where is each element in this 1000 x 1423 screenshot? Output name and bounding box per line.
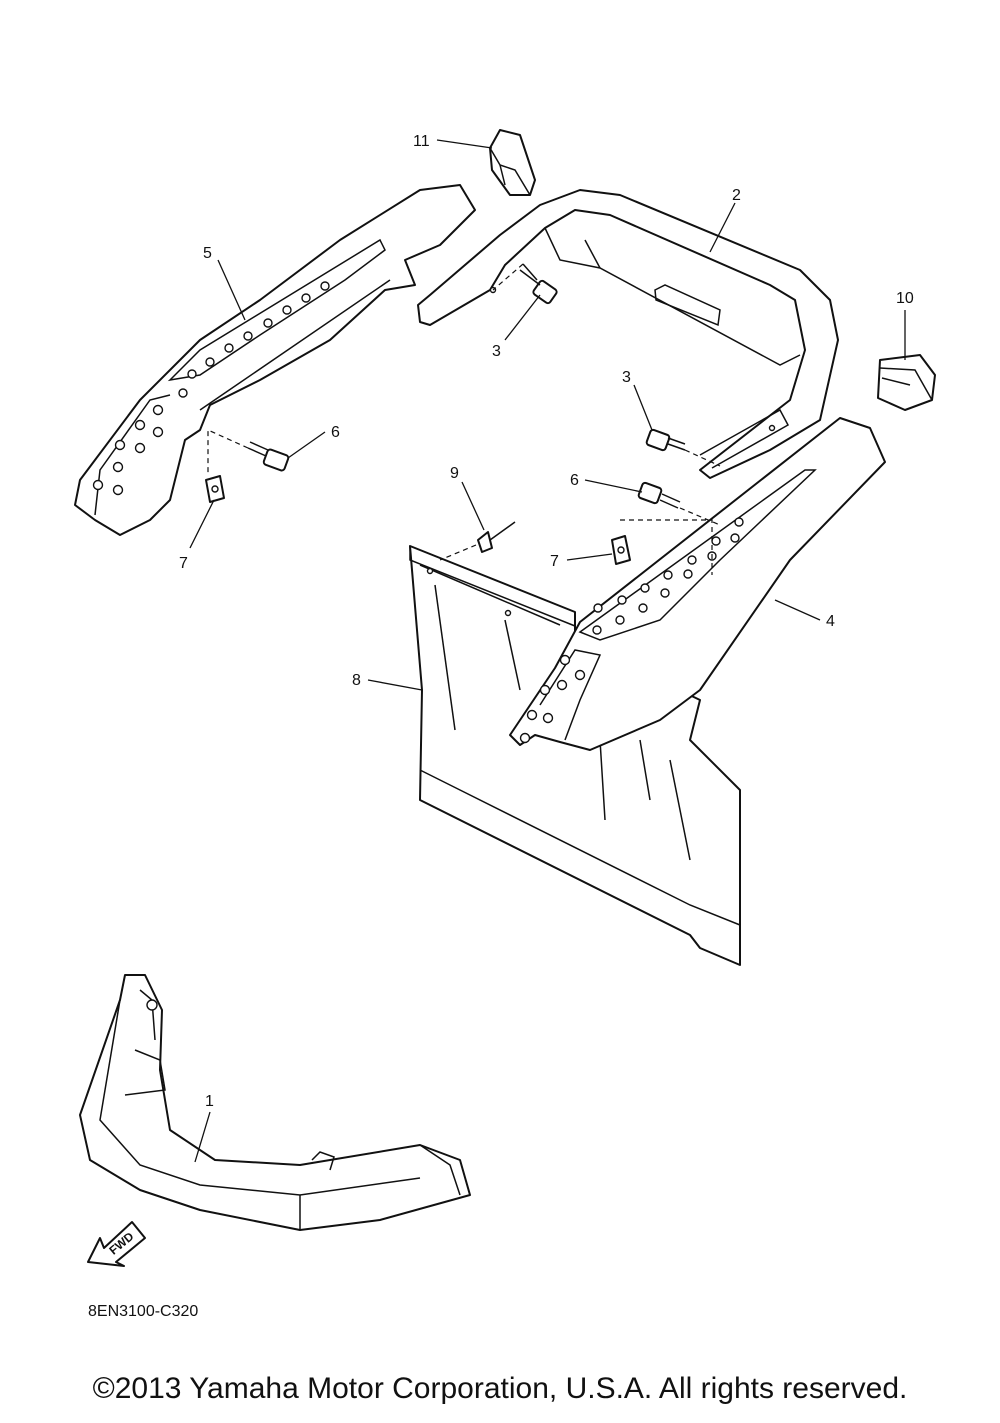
fwd-arrow: FWD xyxy=(87,1221,146,1267)
assembly-line xyxy=(679,507,721,526)
callout-11: 11 xyxy=(413,133,430,150)
part-5-left-guard xyxy=(74,184,476,536)
callout-9: 9 xyxy=(450,465,459,482)
part-11-end-cap xyxy=(489,129,536,196)
callout-labels: 11 2 5 10 3 3 6 6 9 7 7 4 8 1 xyxy=(179,133,914,1110)
part-6-bolt-right xyxy=(637,481,681,509)
callout-6-right: 6 xyxy=(570,472,579,489)
assembly-line xyxy=(439,544,477,561)
part-3-bolt-upper xyxy=(519,263,558,305)
part-6-bolt-left xyxy=(247,441,290,472)
part-9-rivet xyxy=(477,521,516,553)
left-guard-holes xyxy=(92,281,330,496)
copyright-notice: ©2013 Yamaha Motor Corporation, U.S.A. A… xyxy=(92,1372,908,1405)
callout-2: 2 xyxy=(732,187,741,204)
callout-10: 10 xyxy=(896,290,914,307)
callout-3-lower: 3 xyxy=(622,369,631,386)
callout-8: 8 xyxy=(352,672,361,689)
assembly-line xyxy=(492,263,524,291)
assembly-line xyxy=(620,519,713,575)
callout-3-upper: 3 xyxy=(492,343,501,360)
callout-5: 5 xyxy=(203,245,212,262)
assembly-line xyxy=(684,449,721,467)
part-3-bolt-lower xyxy=(645,428,686,452)
part-7-nut-right xyxy=(611,535,631,565)
diagram-code: 8EN3100-C320 xyxy=(88,1303,198,1320)
callout-4: 4 xyxy=(826,613,835,630)
callout-7-left: 7 xyxy=(179,555,188,572)
part-7-nut-left xyxy=(205,475,225,503)
part-1-front-bumper xyxy=(79,974,471,1231)
part-10-end-cap xyxy=(877,354,936,411)
leader-lines xyxy=(189,139,906,1163)
callout-6-left: 6 xyxy=(331,424,340,441)
assembly-line xyxy=(207,429,249,476)
callout-1: 1 xyxy=(205,1093,214,1110)
part-2-grab-bar xyxy=(417,189,839,479)
part-4-right-guard xyxy=(509,417,886,751)
callout-7-right: 7 xyxy=(550,553,559,570)
guard-holes xyxy=(519,517,744,744)
